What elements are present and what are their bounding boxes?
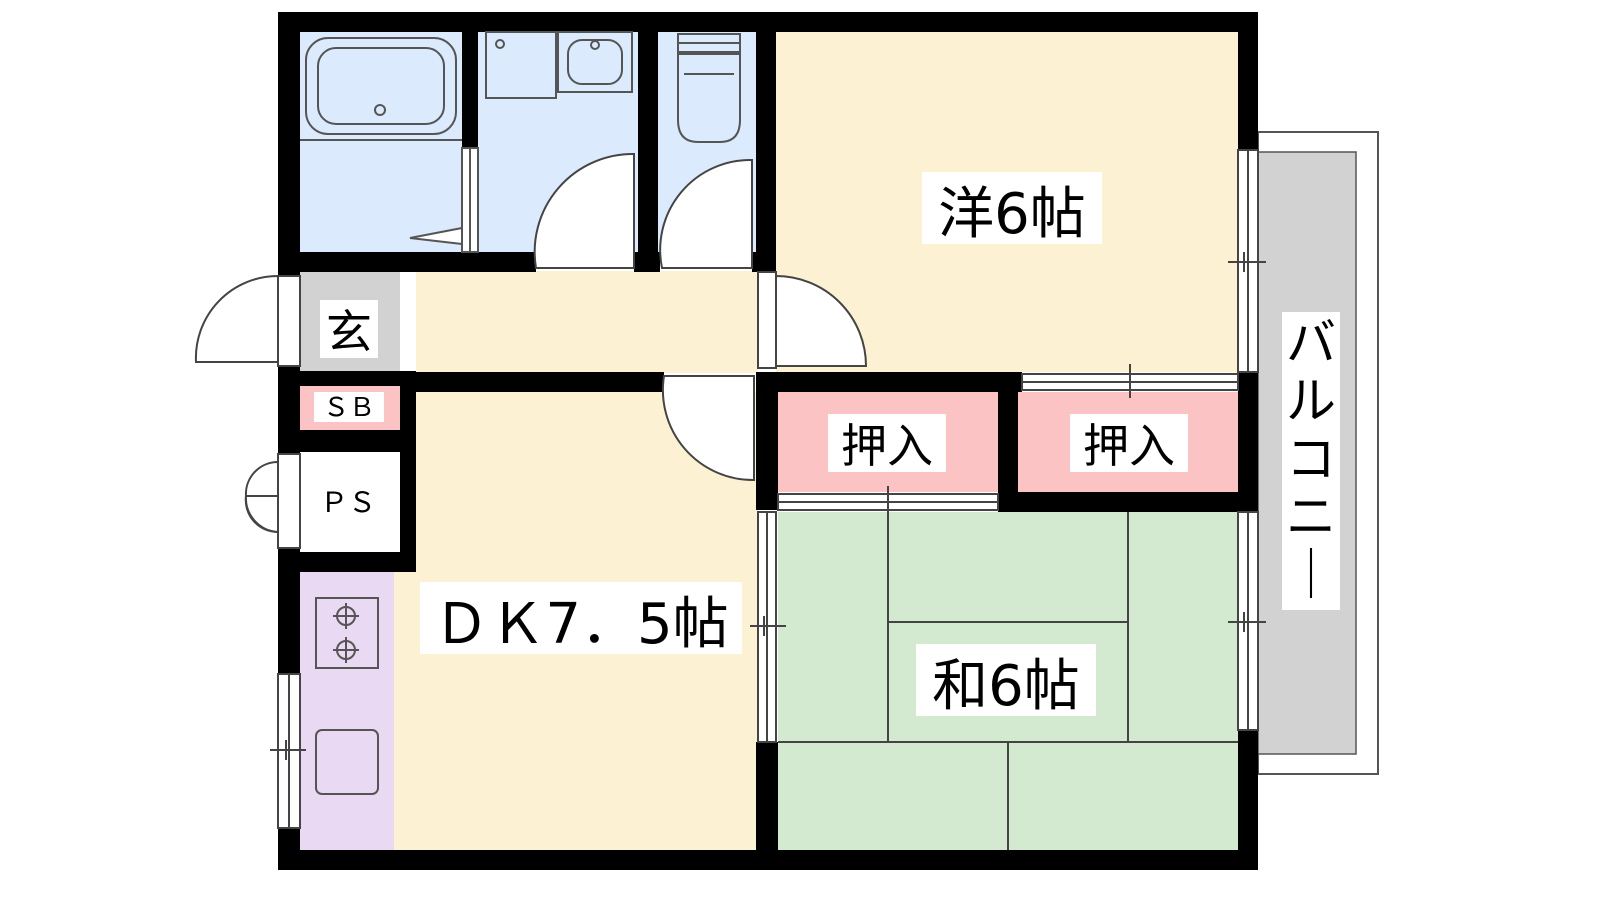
svg-text:和6帖: 和6帖 xyxy=(932,654,1080,719)
sink xyxy=(557,31,633,93)
label-shoe-box: ＳＢ xyxy=(314,392,384,423)
bath-floor xyxy=(300,32,462,252)
windows xyxy=(270,149,1266,829)
svg-text:バルコニ｜: バルコニ｜ xyxy=(1286,314,1336,604)
bathtub xyxy=(305,37,457,135)
burner-icon xyxy=(333,637,359,663)
drain-icon xyxy=(374,104,386,116)
svg-text:押入: 押入 xyxy=(841,419,933,473)
label-entrance: 玄 xyxy=(320,300,378,359)
label-pipe-space: ＰＳ xyxy=(320,486,376,519)
hallway-floor xyxy=(416,271,758,373)
label-dk: ＤＫ7．5帖 xyxy=(420,582,742,657)
kitchen-sink xyxy=(315,729,379,795)
svg-text:洋6帖: 洋6帖 xyxy=(938,182,1086,247)
label-balcony: バルコニ｜ xyxy=(1282,312,1340,610)
walls xyxy=(278,12,1258,870)
door-swings xyxy=(194,152,868,549)
label-japanese-room: 和6帖 xyxy=(916,644,1096,719)
toilet-bowl xyxy=(677,53,741,143)
svg-text:玄: 玄 xyxy=(326,305,372,359)
label-closet-right: 押入 xyxy=(1070,414,1188,473)
label-western-room: 洋6帖 xyxy=(922,172,1102,247)
svg-text:押入: 押入 xyxy=(1083,419,1175,473)
svg-text:ＳＢ: ＳＢ xyxy=(323,393,375,423)
tatami-lines xyxy=(778,512,1238,850)
washstand xyxy=(485,31,557,99)
svg-text:ＰＳ: ＰＳ xyxy=(320,486,376,519)
burner-icon xyxy=(333,603,359,629)
bath-fixtures xyxy=(300,31,741,253)
stove xyxy=(315,597,379,669)
svg-text:ＤＫ7．5帖: ＤＫ7．5帖 xyxy=(433,592,728,657)
label-closet-left: 押入 xyxy=(828,414,946,473)
kitchen-fixtures xyxy=(315,597,379,795)
pipe-space-area xyxy=(300,452,400,552)
